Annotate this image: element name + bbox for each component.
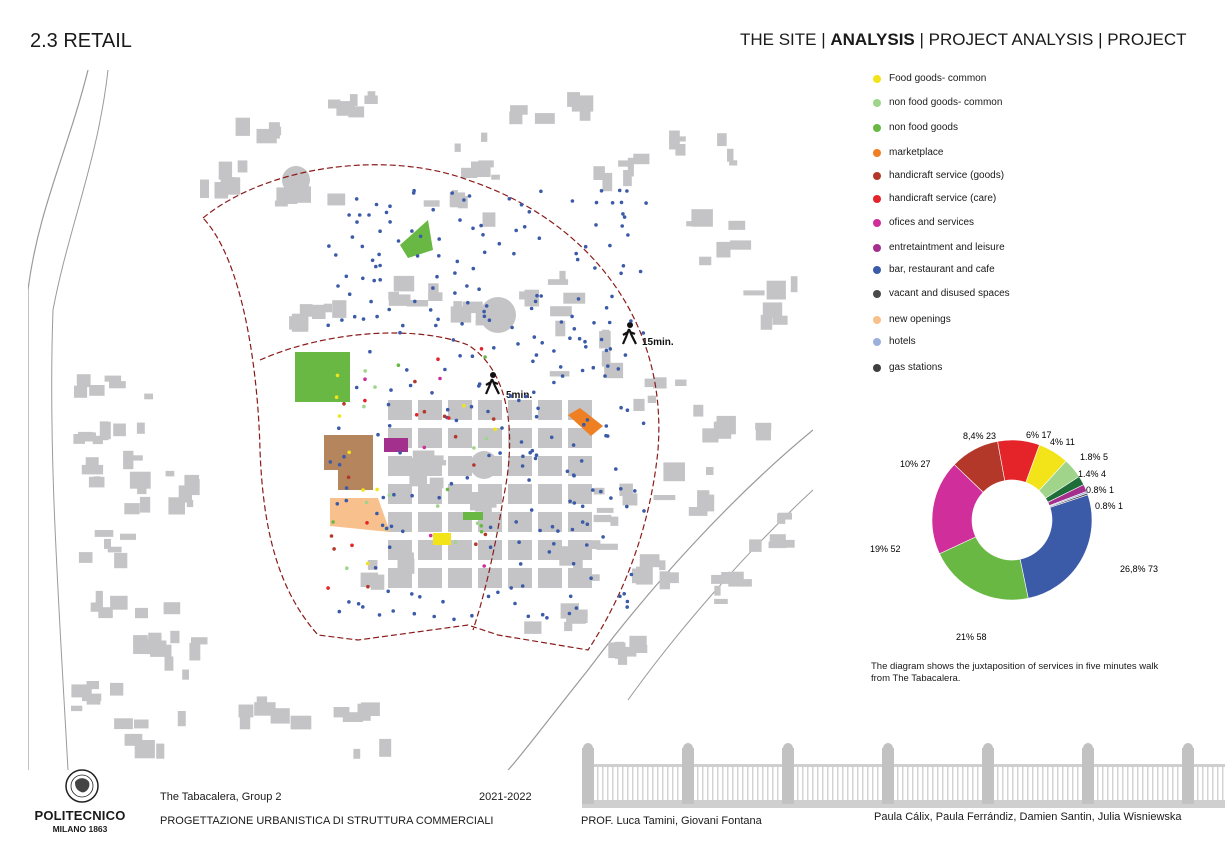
nav-project[interactable]: | PROJECT ANALYSIS | PROJECT	[914, 30, 1187, 49]
logo-subtitle: MILANO 1863	[52, 824, 108, 834]
politecnico-logo-icon	[65, 769, 99, 803]
nav-site[interactable]: THE SITE |	[740, 30, 831, 49]
legend-label: Food goods- common	[889, 73, 987, 84]
academic-year: 2021-2022	[479, 791, 532, 803]
pedestrian-icon	[484, 372, 500, 395]
legend-item: entretaintment and leisure	[873, 242, 1005, 253]
section-nav: THE SITE | ANALYSIS | PROJECT ANALYSIS |…	[740, 30, 1187, 50]
legend-swatch	[873, 171, 881, 180]
slice-label: 6% 17	[1026, 430, 1052, 440]
legend-swatch	[873, 194, 881, 203]
legend-item: ofices and services	[873, 217, 974, 228]
legend-swatch	[873, 289, 881, 298]
legend-item: new openings	[873, 314, 951, 325]
slice-label: 1.4% 4	[1078, 469, 1106, 479]
legend-item: handicraft service (care)	[873, 193, 996, 204]
fence-illustration	[582, 743, 1225, 808]
walk-label-15min: 15min.	[642, 337, 674, 348]
slice-label: 4% 11	[1050, 437, 1075, 447]
course-name: PROGETTAZIONE URBANISTICA DI STRUTTURA C…	[160, 815, 494, 827]
marketplace	[568, 408, 603, 436]
services-donut-chart: 6% 174% 11 1.8% 5 1.4% 4 0.8% 1 0.8% 1 26,8% …	[870, 430, 1158, 642]
legend-swatch	[873, 363, 881, 372]
project-name: The Tabacalera, Group 2	[160, 791, 282, 803]
legend-label: entretaintment and leisure	[889, 242, 1005, 253]
site-map: 5min. 15min.	[28, 70, 813, 770]
legend-label: hotels	[889, 336, 916, 347]
legend-label: new openings	[889, 314, 951, 325]
legend-swatch	[873, 123, 881, 132]
slice-label: 26,8% 73	[1120, 564, 1158, 574]
legend-swatch	[873, 74, 881, 83]
legend-swatch	[873, 337, 881, 346]
retail-dots	[326, 188, 648, 622]
legend-item: Food goods- common	[873, 73, 986, 84]
walk-radius-5min	[259, 332, 511, 631]
legend-item: non food goods	[873, 122, 958, 133]
donut-slice	[1019, 494, 1093, 599]
legend-label: bar, restaurant and cafe	[889, 264, 995, 275]
chart-caption: The diagram shows the juxtaposition of s…	[871, 661, 1159, 684]
page-title: 2.3 RETAIL	[30, 30, 132, 52]
legend-label: non food goods	[889, 122, 958, 133]
legend-item: vacant and disused spaces	[873, 288, 1010, 299]
professors: PROF. Luca Tamini, Giovani Fontana	[581, 815, 762, 827]
walk-label-5min: 5min.	[506, 390, 532, 401]
slice-label: 10% 27	[900, 459, 931, 469]
legend-item: hotels	[873, 336, 916, 347]
legend-swatch	[873, 218, 881, 227]
legend-item: gas stations	[873, 362, 942, 373]
legend-swatch	[873, 98, 881, 107]
pedestrian-icon	[621, 322, 637, 345]
slice-label: 1.8% 5	[1080, 452, 1108, 462]
legend-swatch	[873, 265, 881, 274]
tabacalera-building	[324, 435, 373, 490]
legend-label: non food goods- common	[889, 97, 1003, 108]
legend-swatch	[873, 243, 881, 252]
legend-label: handicraft service (care)	[889, 193, 997, 204]
authors: Paula Cálix, Paula Ferrándiz, Damien San…	[874, 811, 1182, 823]
park-west	[295, 352, 350, 402]
slice-label: 21% 58	[956, 632, 987, 642]
legend-item: marketplace	[873, 147, 943, 158]
legend-swatch	[873, 148, 881, 157]
new-opening-area	[330, 498, 390, 532]
legend-label: vacant and disused spaces	[889, 288, 1010, 299]
nav-analysis[interactable]: ANALYSIS	[830, 30, 915, 49]
donut-slice	[997, 439, 1040, 483]
legend-label: handicraft service (goods)	[889, 170, 1005, 181]
legend-label: ofices and services	[889, 217, 975, 228]
park-north	[400, 220, 433, 258]
legend-item: non food goods- common	[873, 97, 1002, 108]
slice-label: 19% 52	[870, 544, 901, 554]
legend-label: gas stations	[889, 362, 943, 373]
legend-swatch	[873, 315, 881, 324]
slice-label: 8,4% 23	[963, 431, 996, 441]
slice-label: 0.8% 1	[1095, 501, 1123, 511]
building-footprints	[71, 91, 798, 759]
legend-item: bar, restaurant and cafe	[873, 264, 995, 275]
legend-item: handicraft service (goods)	[873, 170, 1004, 181]
logo-name: POLITECNICO	[34, 808, 126, 823]
legend-label: marketplace	[889, 147, 944, 158]
slice-label: 0.8% 1	[1086, 485, 1114, 495]
walk-radius-15min	[202, 164, 660, 651]
